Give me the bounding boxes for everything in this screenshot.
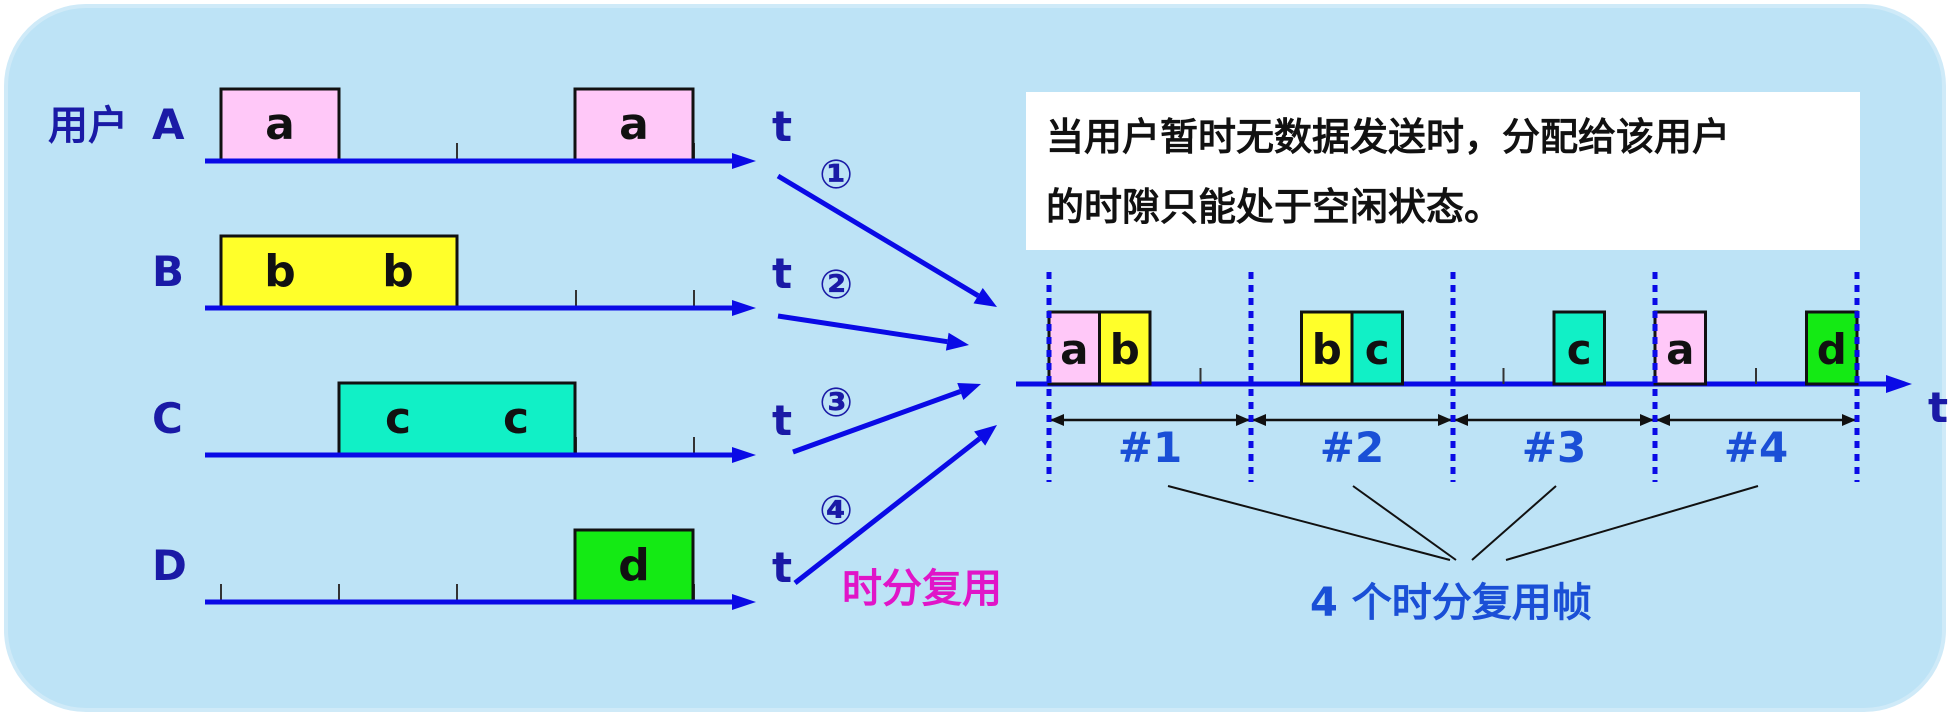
note-box xyxy=(1026,92,1860,250)
caption-connector xyxy=(1352,485,1457,561)
slot-letter-b: b xyxy=(264,246,296,297)
time-axis-label: t xyxy=(772,102,792,151)
note-line-1: 当用户暂时无数据发送时，分配给该用户 xyxy=(1046,115,1730,159)
multiplex-arrows: ① ② ③ ④ xyxy=(776,152,997,585)
frame-slot-letter: a xyxy=(1060,325,1088,374)
mux-arrowhead xyxy=(945,332,969,351)
time-axis-arrowhead xyxy=(732,447,756,463)
mux-arrow-2: ② xyxy=(777,262,969,351)
caption-connector xyxy=(1167,485,1451,561)
slot-letter-d: d xyxy=(618,540,650,591)
combined-axis-label: t xyxy=(1928,383,1948,432)
mux-arrow-label: ② xyxy=(819,262,853,308)
time-axis-arrowhead xyxy=(732,300,756,316)
mux-arrowhead xyxy=(957,383,981,400)
note-line-2: 的时隙只能处于空闲状态。 xyxy=(1046,185,1502,229)
mux-arrowhead xyxy=(974,425,997,446)
slot-letter-a: a xyxy=(265,99,295,150)
mux-arrow-label: ④ xyxy=(819,488,853,534)
frame-4: a d #4 xyxy=(1653,310,1859,472)
mux-arrow-label: ③ xyxy=(819,380,853,426)
slot-letter-c: c xyxy=(503,393,529,444)
frame-label: #2 xyxy=(1320,423,1384,472)
slot-letter-c: c xyxy=(385,393,411,444)
frames-caption: 4 个时分复用帧 xyxy=(1310,580,1592,626)
frame-label: #4 xyxy=(1724,423,1788,472)
frame-slot-letter: c xyxy=(1365,325,1390,374)
slot-block-d xyxy=(573,528,695,604)
mux-arrow-3: ③ xyxy=(792,380,981,455)
tdm-label: 时分复用 xyxy=(842,566,1002,612)
frame-slot-d xyxy=(1805,310,1859,386)
user-label-a: A xyxy=(152,100,185,149)
mux-arrow-shaft xyxy=(776,173,980,298)
frame-slot-letter: d xyxy=(1817,325,1847,374)
caption-connector xyxy=(1471,485,1557,561)
time-axis-arrowhead xyxy=(732,153,756,169)
frame-3: c #3 xyxy=(1454,310,1654,472)
frame-slot-letter: a xyxy=(1666,325,1694,374)
slot-block-b xyxy=(219,234,459,310)
time-axis-label: t xyxy=(772,249,792,298)
frame-slot-b xyxy=(1300,310,1354,386)
frame-slot-b xyxy=(1098,310,1152,386)
frame-slot-letter: c xyxy=(1567,325,1592,374)
combined-axis-arrowhead xyxy=(1886,375,1912,393)
mux-arrowhead xyxy=(973,287,997,307)
frame-slot-a xyxy=(1047,310,1101,386)
slot-block-c xyxy=(337,381,577,457)
frame-slot-letter: b xyxy=(1110,325,1140,374)
mux-arrow-shaft xyxy=(777,313,948,345)
caption-connector xyxy=(1505,485,1759,561)
slot-letter-b: b xyxy=(382,246,414,297)
frame-slot-c xyxy=(1552,310,1606,386)
user-label-c: C xyxy=(152,394,183,443)
user-prefix-label: 用户 xyxy=(48,103,128,149)
user-label-d: D xyxy=(152,541,187,590)
frame-label: #3 xyxy=(1522,423,1586,472)
mux-arrow-shaft xyxy=(793,436,982,585)
time-axis-label: t xyxy=(772,543,792,592)
frame-slot-letter: b xyxy=(1312,325,1342,374)
mux-arrow-shaft xyxy=(792,389,962,455)
time-axis-arrowhead xyxy=(732,594,756,610)
frame-label: #1 xyxy=(1118,423,1182,472)
mux-arrow-label: ① xyxy=(819,152,853,198)
mux-arrow-4: ④ xyxy=(793,425,997,585)
frame-slot-c xyxy=(1350,310,1404,386)
time-axis-label: t xyxy=(772,396,792,445)
user-label-b: B xyxy=(152,247,184,296)
mux-arrow-1: ① xyxy=(776,152,997,307)
slot-letter-a: a xyxy=(619,99,649,150)
frame-slot-a xyxy=(1653,310,1707,386)
